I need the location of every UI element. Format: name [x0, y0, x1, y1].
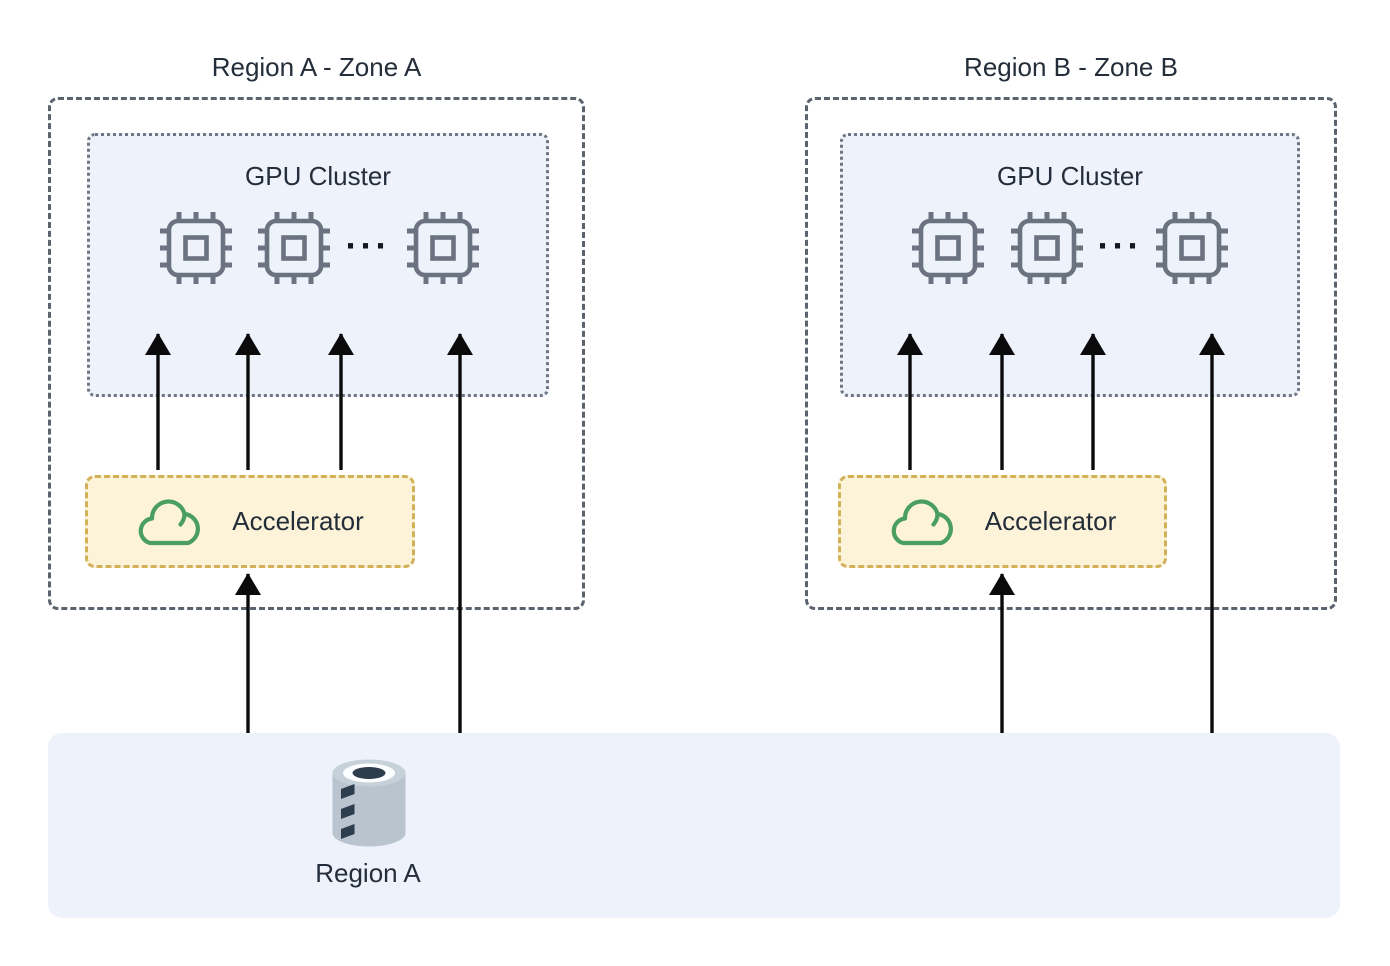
region-a-zone-box: [48, 97, 585, 610]
region-b-gpu-ellipsis: ···: [1097, 225, 1143, 266]
region-a-accelerator-label: Accelerator: [232, 506, 364, 536]
cloud-icon: [891, 498, 953, 545]
region-a-gpu-cluster-label: GPU Cluster: [245, 161, 391, 191]
region-b-title: Region B - Zone B: [964, 52, 1178, 82]
region-a-gpu-ellipsis: ···: [345, 225, 391, 266]
storage-region-bar: [48, 733, 1340, 918]
region-b-gpu-cluster-box: GPU Cluster: [840, 133, 1300, 397]
storage-region-label: Region A: [315, 858, 421, 888]
region-b-zone-box: [805, 97, 1337, 610]
cloud-icon: [138, 498, 201, 545]
region-b-accelerator-box: Accelerator: [838, 475, 1167, 568]
region-a-accelerator-box: Accelerator: [85, 475, 415, 568]
region-a-title: Region A - Zone A: [211, 52, 422, 82]
database-icon: [332, 759, 406, 847]
region-a-gpu-cluster-box: GPU Cluster: [87, 133, 549, 397]
region-b-gpu-cluster-label: GPU Cluster: [997, 161, 1143, 191]
region-b-accelerator-label: Accelerator: [984, 506, 1117, 536]
